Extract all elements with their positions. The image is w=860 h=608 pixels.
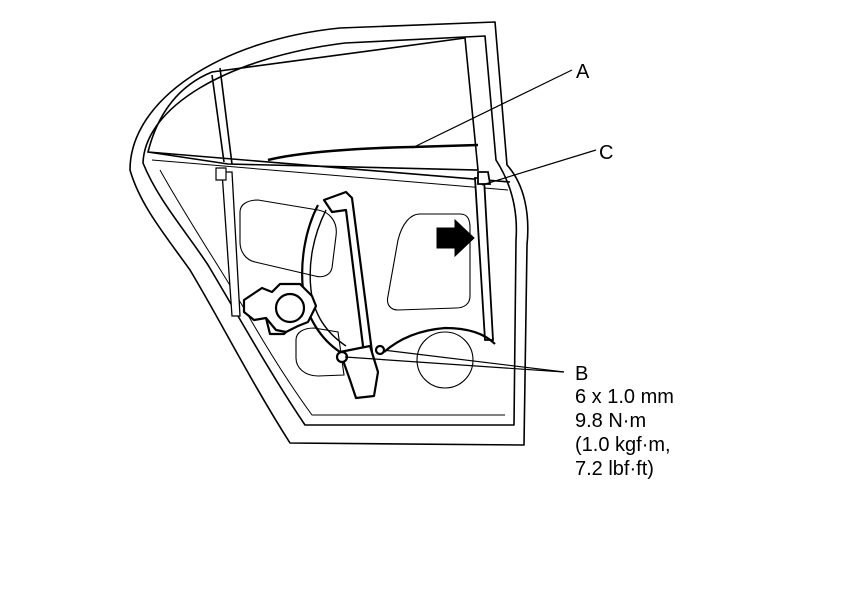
callout-leader-lines xyxy=(344,69,597,373)
callout-label-a: A xyxy=(576,61,590,83)
window-channels xyxy=(215,167,494,341)
callout-label-c: C xyxy=(599,142,613,164)
torque-nm-spec: 9.8 N·m xyxy=(575,410,646,432)
door-window-frame xyxy=(147,37,511,191)
torque-lbfft-spec: 7.2 lbf·ft) xyxy=(575,458,654,480)
callout-label-b: B xyxy=(575,363,588,385)
bolt-size-spec: 6 x 1.0 mm xyxy=(575,386,674,408)
window-glass-edge xyxy=(267,143,479,162)
torque-kgfm-spec: (1.0 kgf·m, xyxy=(575,434,671,456)
window-regulator xyxy=(242,190,386,400)
right-arrow-icon xyxy=(436,218,475,258)
door-panel-openings xyxy=(239,199,496,389)
